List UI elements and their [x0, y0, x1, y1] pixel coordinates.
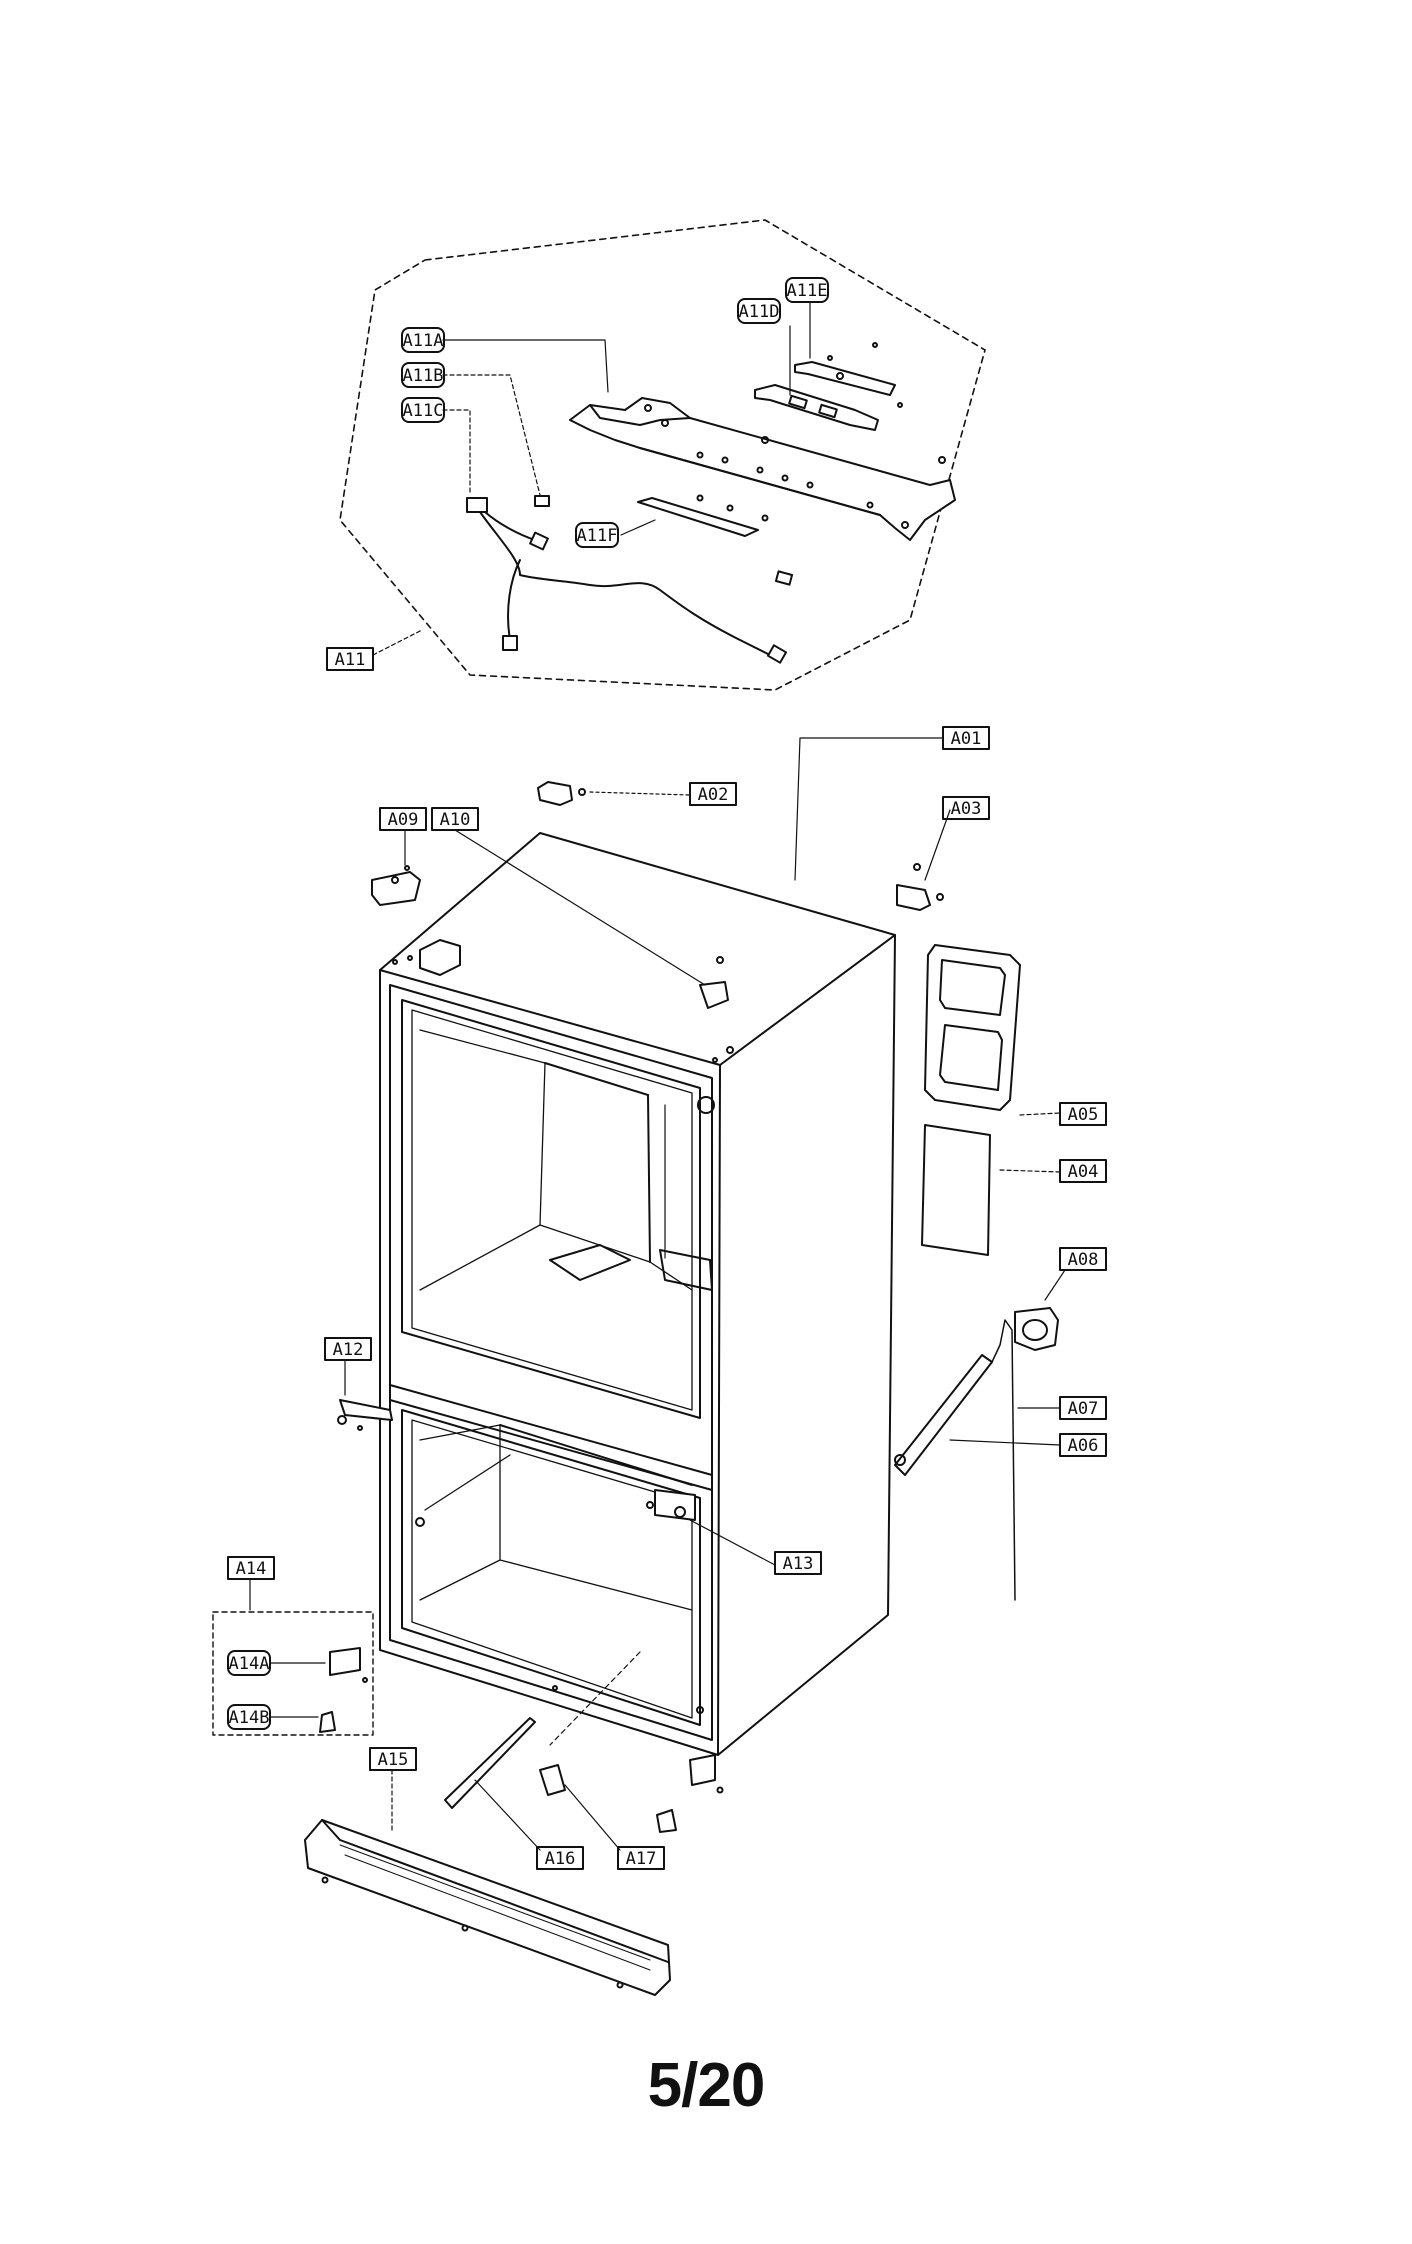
- a06-label: A06: [1059, 1433, 1107, 1457]
- svg-text:A17: A17: [626, 1849, 657, 1869]
- a11d-label: A11D: [737, 298, 781, 324]
- a17-block: [539, 1754, 724, 1851]
- a11b-label: A11B: [401, 362, 445, 388]
- a08-part: [1014, 1269, 1066, 1351]
- svg-text:A14A: A14A: [229, 1654, 270, 1674]
- svg-text:A11C: A11C: [403, 401, 444, 421]
- a14b-label: A14B: [227, 1704, 271, 1730]
- a17-label: A17: [617, 1846, 665, 1870]
- svg-text:A11A: A11A: [403, 331, 444, 351]
- svg-text:A05: A05: [1068, 1105, 1099, 1125]
- a11-subassembly-group: [339, 219, 986, 691]
- a11d-pcb-board: [754, 384, 879, 431]
- a02-label: A02: [689, 782, 737, 806]
- page-number: 5/20: [647, 2051, 766, 2120]
- svg-text:A13: A13: [783, 1554, 814, 1574]
- svg-text:A12: A12: [333, 1340, 364, 1360]
- a10-hinge: [454, 829, 729, 1009]
- a14-group: [212, 1579, 374, 1736]
- a06-a07-tube: [894, 1319, 1061, 1601]
- svg-text:A04: A04: [1068, 1162, 1099, 1182]
- svg-text:A11D: A11D: [739, 302, 780, 322]
- a12-hinge: [337, 1359, 393, 1431]
- svg-text:A07: A07: [1068, 1399, 1099, 1419]
- svg-text:A11F: A11F: [577, 526, 618, 546]
- a03-hinge-bracket: [896, 809, 951, 911]
- a15-kick-plate: [304, 1769, 671, 1996]
- a01-label: A01: [942, 726, 990, 750]
- a12-label: A12: [324, 1337, 372, 1361]
- svg-text:A09: A09: [388, 810, 419, 830]
- a04-label: A04: [1059, 1159, 1107, 1183]
- svg-text:A11E: A11E: [787, 281, 828, 301]
- a01-cabinet: [379, 832, 896, 1756]
- a11f-label: A11F: [575, 522, 619, 548]
- a16-label: A16: [536, 1846, 584, 1870]
- a09-hinge: [371, 829, 421, 906]
- a13-bracket: [646, 1489, 776, 1566]
- a11a-control-bracket: [569, 397, 956, 541]
- svg-text:A10: A10: [440, 810, 471, 830]
- a11c-wire-harness: [466, 495, 788, 664]
- a14-label: A14: [227, 1556, 275, 1580]
- a11-label: A11: [326, 647, 374, 671]
- a02-top-hinge: [537, 781, 691, 806]
- a10-label: A10: [431, 807, 479, 831]
- a05-label: A05: [1059, 1102, 1107, 1126]
- svg-text:A14: A14: [236, 1559, 267, 1579]
- svg-text:A11: A11: [335, 650, 366, 670]
- a11a-label: A11A: [401, 327, 445, 353]
- a14a-label: A14A: [227, 1650, 271, 1676]
- a11e-label: A11E: [785, 277, 829, 303]
- a03-label: A03: [942, 796, 990, 820]
- a15-label: A15: [369, 1747, 417, 1771]
- svg-text:A03: A03: [951, 799, 982, 819]
- a08-label: A08: [1059, 1247, 1107, 1271]
- a11c-label: A11C: [401, 397, 445, 423]
- a07-label: A07: [1059, 1396, 1107, 1420]
- svg-text:A08: A08: [1068, 1250, 1099, 1270]
- a05-gasket-frame: [924, 944, 1061, 1116]
- svg-text:A14B: A14B: [229, 1708, 270, 1728]
- svg-text:A06: A06: [1068, 1436, 1099, 1456]
- a09-label: A09: [379, 807, 427, 831]
- a13-label: A13: [774, 1551, 822, 1575]
- a11e-pcb-board: [794, 342, 903, 408]
- a16-strip: [444, 1717, 541, 1851]
- a11f-strip: [637, 494, 794, 586]
- svg-text:A02: A02: [698, 785, 729, 805]
- a04-panel: [921, 1124, 1061, 1256]
- svg-text:A11B: A11B: [403, 366, 444, 386]
- svg-text:A16: A16: [545, 1849, 576, 1869]
- svg-text:A01: A01: [951, 729, 982, 749]
- svg-text:A15: A15: [378, 1750, 409, 1770]
